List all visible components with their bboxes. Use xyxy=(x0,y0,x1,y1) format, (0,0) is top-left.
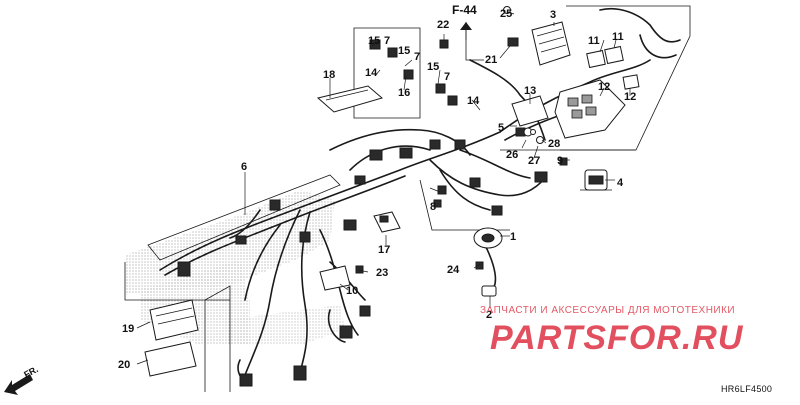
fuse-box xyxy=(554,79,626,139)
callout-11a: 11 xyxy=(588,35,600,47)
callout-15a: 15 xyxy=(368,35,380,47)
callout-7c: 7 xyxy=(444,71,450,83)
callout-14b: 14 xyxy=(467,95,480,107)
callout-23: 23 xyxy=(376,267,388,279)
callout-10: 10 xyxy=(346,285,358,297)
callout-20: 20 xyxy=(118,359,130,371)
callout-19: 19 xyxy=(122,323,134,335)
callout-7b: 7 xyxy=(414,51,420,63)
callout-15b: 15 xyxy=(398,45,410,57)
fasteners xyxy=(503,6,544,144)
battery-cover xyxy=(316,85,384,113)
watermark-brand: PARTSFOR.RU xyxy=(490,319,744,357)
callout-28: 28 xyxy=(548,138,560,150)
callout-13: 13 xyxy=(524,85,536,97)
front-direction-label: FR. xyxy=(22,364,39,380)
relays xyxy=(586,45,640,90)
mounting-bracket xyxy=(319,265,351,291)
module-case xyxy=(144,341,197,377)
small-connector xyxy=(481,285,497,297)
callout-16: 16 xyxy=(398,87,410,99)
callout-18: 18 xyxy=(323,69,335,81)
callout-21: 21 xyxy=(485,54,497,66)
callout-25: 25 xyxy=(500,8,512,20)
control-module xyxy=(149,299,199,341)
callout-6: 6 xyxy=(241,161,247,173)
callout-24: 24 xyxy=(447,264,460,276)
callout-26: 26 xyxy=(506,149,518,161)
callout-8: 8 xyxy=(430,201,436,213)
leader-lines xyxy=(136,11,631,365)
callout-14a: 14 xyxy=(365,67,378,79)
frame-outlines xyxy=(124,5,691,392)
callout-22: 22 xyxy=(437,19,449,31)
front-direction-arrow: FR. xyxy=(4,364,40,395)
callout-15c: 15 xyxy=(427,61,439,73)
ecu-unit xyxy=(531,21,571,66)
components xyxy=(144,6,640,387)
callout-labels: 1 2 3 4 5 6 7 7 7 8 9 10 11 11 12 12 13 … xyxy=(118,8,636,371)
starter-relay xyxy=(580,169,612,191)
drawing-code: HR6LF4500 xyxy=(721,384,772,394)
relay-box-cover xyxy=(511,95,549,127)
callout-17: 17 xyxy=(378,244,390,256)
callout-5: 5 xyxy=(498,122,504,134)
callout-12a: 12 xyxy=(624,91,636,103)
sensor-unit xyxy=(473,227,503,249)
callout-12b: 12 xyxy=(598,81,610,93)
watermark-tagline: ЗАПЧАСТИ И АКСЕССУАРЫ ДЛЯ МОТОТЕХНИКИ xyxy=(480,305,735,316)
callout-1: 1 xyxy=(510,231,516,243)
callout-9: 9 xyxy=(557,155,563,167)
watermark: ЗАПЧАСТИ И АКСЕССУАРЫ ДЛЯ МОТОТЕХНИКИ PA… xyxy=(480,305,744,357)
callout-2: 2 xyxy=(486,309,492,321)
reference-label: F-44 xyxy=(452,3,477,17)
connector-block xyxy=(373,211,401,233)
harness-connectors xyxy=(177,37,568,387)
callout-4: 4 xyxy=(617,177,624,189)
callout-3: 3 xyxy=(550,9,556,21)
callout-27: 27 xyxy=(528,155,540,167)
callout-11b: 11 xyxy=(612,31,624,43)
callout-7a: 7 xyxy=(384,35,390,47)
reference-arrow xyxy=(460,22,472,40)
